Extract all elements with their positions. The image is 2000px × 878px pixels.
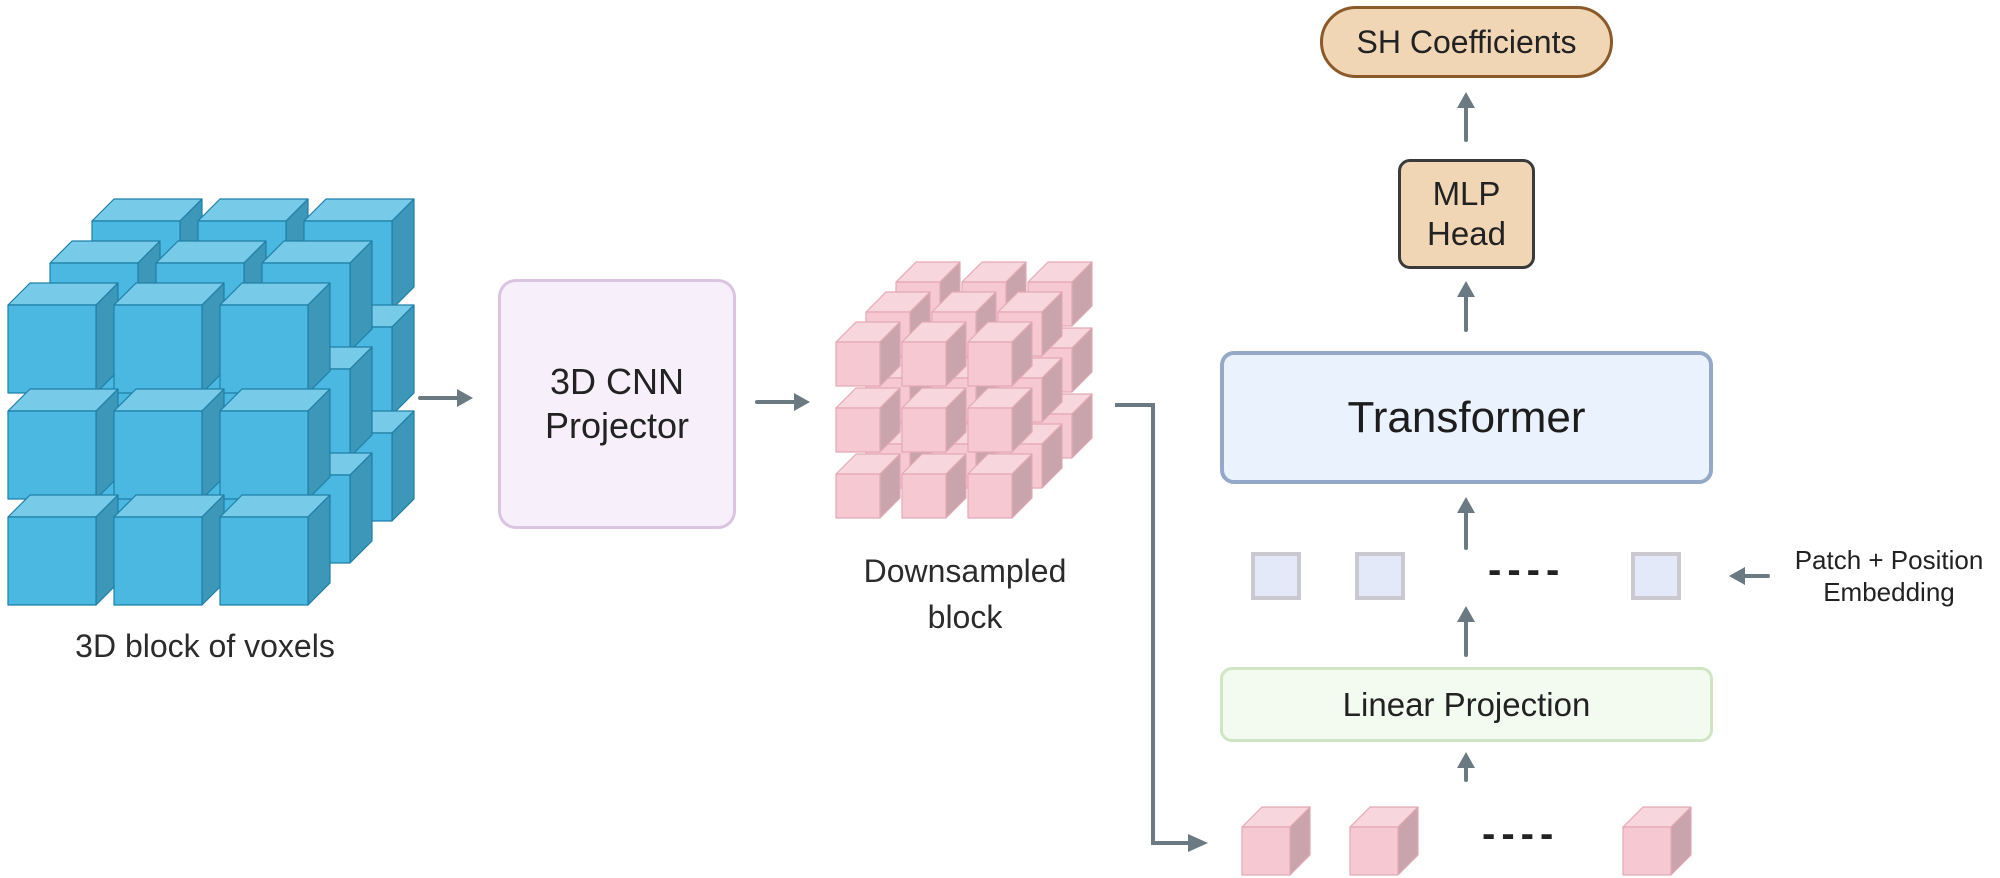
downsampled-caption-line2: block [927,599,1003,635]
voxel-cube-0-1-0 [7,388,119,500]
embedding-caption: Patch + Position Embedding [1780,544,1998,608]
embedding-token-0 [1251,552,1301,600]
elbow-connector-head [1188,834,1208,852]
downsampled-cube-0-1-0 [835,387,901,453]
voxel-cube-0-2-2 [219,494,331,606]
arrow-transformer-to-mlp-head [1457,281,1475,297]
downsampled-caption: Downsampled block [810,548,1120,640]
downsampled-cube-0-2-2 [967,453,1033,519]
linear-projection-box: Linear Projection [1220,667,1713,742]
token-ellipsis: ---- [1488,548,1566,592]
downsampled-cube-0-0-2 [967,321,1033,387]
sh-coefficients-box: SH Coefficients [1320,6,1613,78]
patch-cube-1 [1349,806,1419,876]
mlp-head-label-line1: MLP [1432,175,1501,212]
voxel-cube-0-0-1 [113,282,225,394]
sh-coefficients-label: SH Coefficients [1356,23,1577,60]
embedding-caption-line2: Embedding [1823,577,1955,607]
arrow-voxels-to-cnn-head [457,389,473,407]
downsampled-cube-0-1-1 [901,387,967,453]
downsampled-cube-0-0-1 [901,321,967,387]
voxel-cube-0-1-2 [219,388,331,500]
embedding-token-2 [1631,552,1681,600]
embedding-caption-line1: Patch + Position [1794,545,1984,575]
cnn-projector-label-line1: 3D CNN [549,361,684,402]
cnn-projector-label-line2: Projector [544,405,690,446]
elbow-connector-line [1115,403,1188,845]
arrow-tokens-to-transformer-head [1457,497,1475,513]
downsampled-cube-0-1-2 [967,387,1033,453]
voxel-cube-0-2-0 [7,494,119,606]
voxel-cube-0-0-0 [7,282,119,394]
cnn-projector-box: 3D CNN Projector [498,279,736,529]
patch-cube-2 [1622,806,1692,876]
arrow-cnn-to-downsampled-head [794,393,810,411]
downsampled-caption-line1: Downsampled [863,553,1067,589]
arrow-linear-to-tokens-head [1457,606,1475,622]
downsampled-cube-0-2-1 [901,453,967,519]
linear-projection-label: Linear Projection [1342,685,1591,723]
arrow-embedding-to-tokens-head [1729,567,1745,585]
patch-cube-0 [1241,806,1311,876]
transformer-box: Transformer [1220,351,1713,484]
voxel-cube-0-2-1 [113,494,225,606]
voxel-cube-0-0-2 [219,282,331,394]
arrow-mlp-to-sh-head [1457,92,1475,108]
patch-ellipsis: ---- [1482,812,1560,856]
transformer-label: Transformer [1347,392,1586,442]
downsampled-cube-0-2-0 [835,453,901,519]
embedding-token-1 [1355,552,1405,600]
downsampled-cube-0-0-0 [835,321,901,387]
arrow-patches-to-linear-head [1457,752,1475,768]
mlp-head-label-line2: Head [1427,215,1506,252]
mlp-head-box: MLP Head [1398,159,1535,269]
voxels-caption: 3D block of voxels [75,628,335,664]
voxel-cube-0-1-1 [113,388,225,500]
